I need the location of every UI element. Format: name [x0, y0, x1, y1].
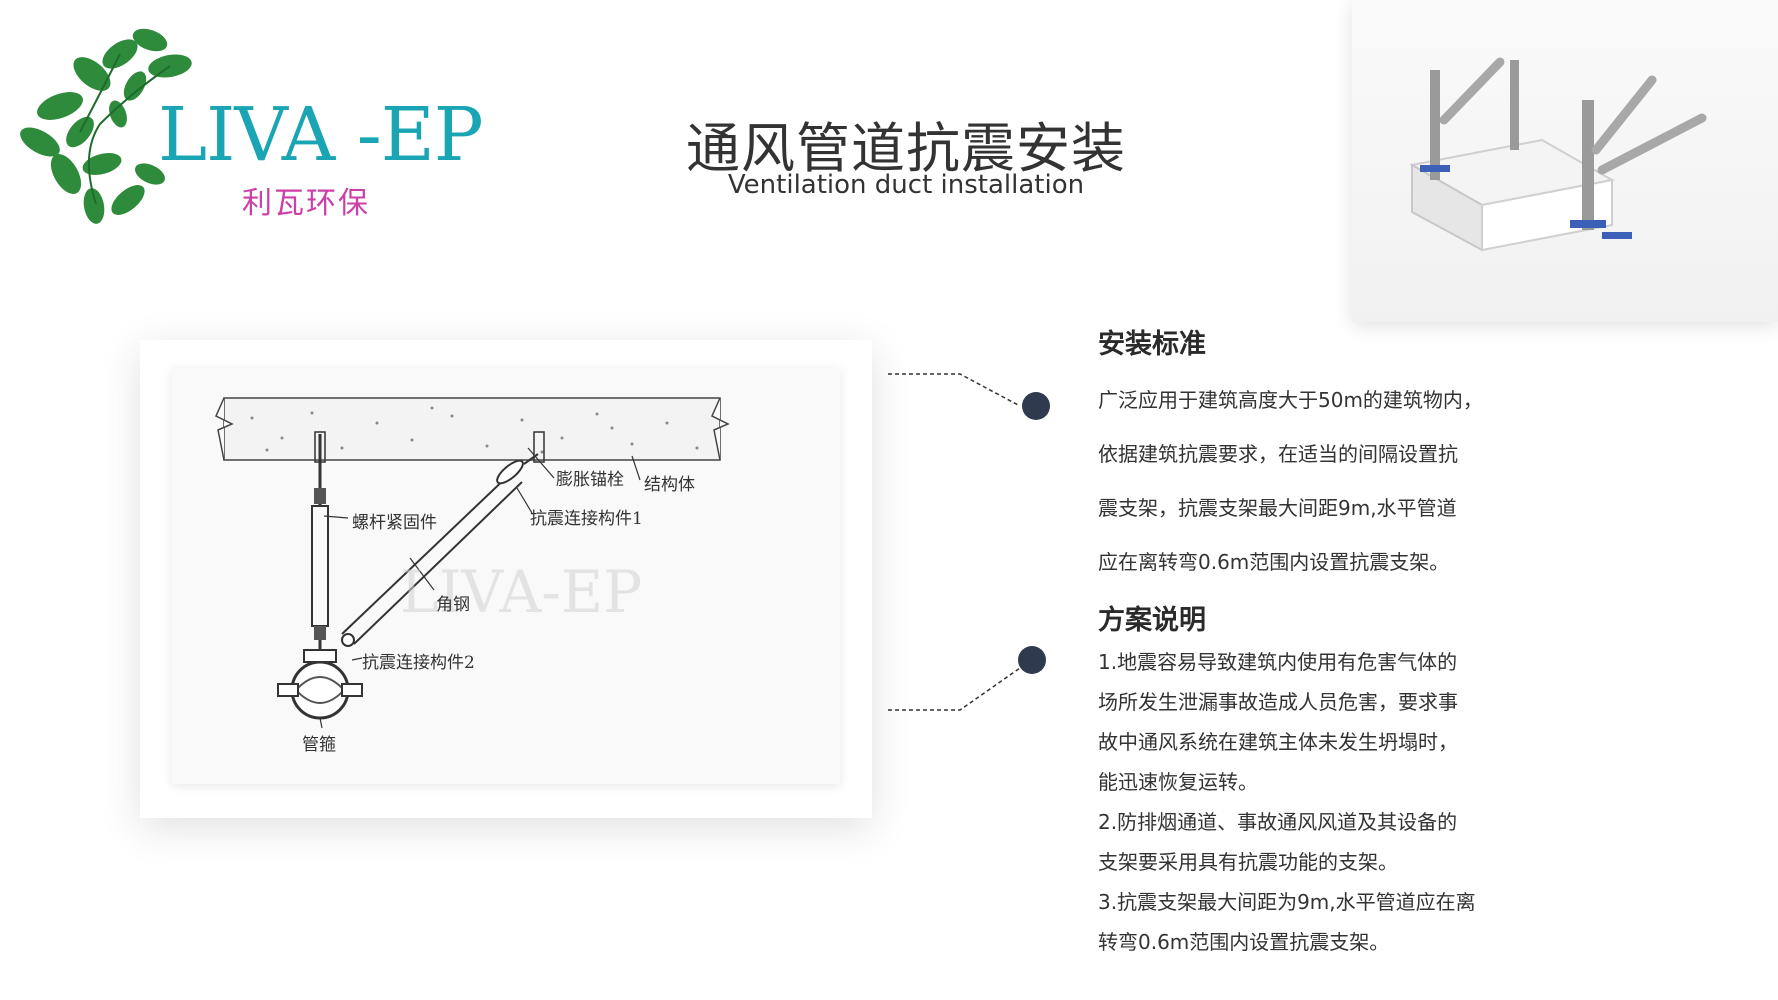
- company-logo: LIVA -EP 利瓦环保: [10, 14, 484, 229]
- page-title: 通风管道抗震安装: [686, 117, 1126, 180]
- section-heading-plan: 方案说明: [1098, 605, 1206, 636]
- label-rod-fastener: 螺杆紧固件: [352, 513, 437, 533]
- diagram-card: LIVA-EP 膨胀锚栓 结构体 螺杆紧固件 抗震连接构件1 角钢 抗震连接构件…: [140, 340, 872, 818]
- plan-line-3: 故中通风系统在建筑主体未发生坍塌时，: [1098, 730, 1458, 754]
- plan-line-1: 1.地震容易导致建筑内使用有危害气体的: [1098, 650, 1458, 674]
- logo-text-en: LIVA -EP: [158, 92, 484, 178]
- bullet-dot-1: [1022, 392, 1050, 420]
- leaf-cluster-icon: [20, 28, 192, 224]
- plan-line-5: 2.防排烟通道、事故通风风道及其设备的: [1098, 810, 1458, 834]
- product-image: [1352, 0, 1778, 322]
- standard-line-2: 依据建筑抗震要求，在适当的间隔设置抗: [1098, 442, 1458, 466]
- watermark: LIVA-EP: [400, 558, 643, 626]
- seismic-bracket-diagram: LIVA-EP 膨胀锚栓 结构体 螺杆紧固件 抗震连接构件1 角钢 抗震连接构件…: [172, 368, 840, 784]
- plan-line-2: 场所发生泄漏事故造成人员危害，要求事: [1098, 690, 1458, 714]
- bracket-drawing: [215, 397, 730, 729]
- plan-line-8: 转弯0.6m范围内设置抗震支架。: [1098, 930, 1390, 954]
- bullet-dot-2: [1018, 646, 1046, 674]
- standard-line-1: 广泛应用于建筑高度大于50m的建筑物内，: [1098, 388, 1483, 412]
- standard-line-3: 震支架，抗震支架最大间距9m,水平管道: [1098, 496, 1457, 520]
- plan-line-4: 能迅速恢复运转。: [1098, 770, 1258, 794]
- page-subtitle: Ventilation duct installation: [727, 170, 1085, 200]
- label-connector2: 抗震连接构件2: [362, 653, 475, 673]
- plan-line-6: 支架要采用具有抗震功能的支架。: [1098, 850, 1398, 874]
- label-anchor: 膨胀锚栓: [556, 470, 624, 490]
- label-structure: 结构体: [644, 475, 695, 495]
- label-angle-steel: 角钢: [436, 595, 470, 615]
- label-pipe-clamp: 管箍: [302, 735, 336, 755]
- section-heading-standard: 安装标准: [1098, 329, 1206, 360]
- logo-text-cn: 利瓦环保: [242, 186, 370, 221]
- duct-support-bracket-icon: [1409, 57, 1707, 252]
- label-connector1: 抗震连接构件1: [530, 509, 643, 529]
- standard-line-4: 应在离转弯0.6m范围内设置抗震支架。: [1098, 550, 1450, 574]
- connector-lines: [888, 373, 1020, 711]
- plan-line-7: 3.抗震支架最大间距为9m,水平管道应在离: [1098, 890, 1476, 914]
